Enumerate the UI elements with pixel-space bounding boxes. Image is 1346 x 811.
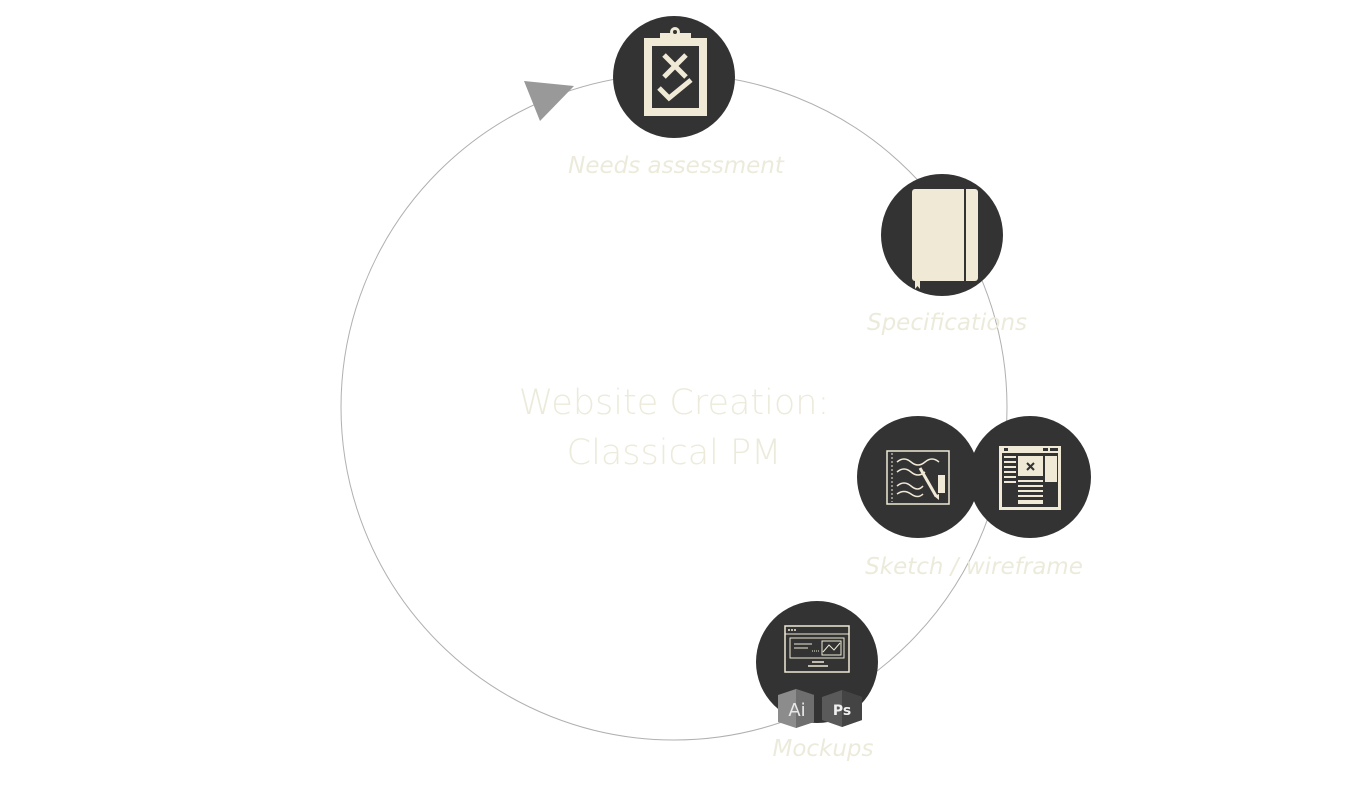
node-specifications — [881, 174, 1003, 296]
adobe-photoshop-badge-icon: Ps — [822, 690, 862, 727]
step-label-sketch-wireframe: Sketch / wireframe — [865, 554, 1083, 580]
wireframe-icon — [999, 446, 1061, 510]
adobe-illustrator-badge-icon: Ai — [778, 689, 814, 728]
node-sketch — [857, 416, 979, 538]
step-label-needs-assessment: Needs assessment — [568, 153, 784, 179]
badge-ps-text: Ps — [833, 703, 851, 719]
diagram-title-line2: Classical PM — [566, 433, 782, 473]
node-wireframe — [969, 416, 1091, 538]
step-label-mockups: Mockups — [772, 736, 874, 762]
node-mockups: Ai Ps — [756, 601, 878, 728]
badge-ai-text: Ai — [788, 700, 805, 721]
monitor-mockup-icon — [784, 625, 850, 673]
diagram-title-line1: Website Creation: — [518, 383, 830, 423]
diagram-title: Website Creation: Classical PM — [474, 378, 874, 478]
step-label-specifications: Specifications — [866, 310, 1028, 336]
cycle-arrow-icon — [524, 81, 574, 121]
sketch-pad-icon — [886, 450, 950, 505]
node-needs-assessment — [613, 16, 735, 138]
notebook-icon — [912, 189, 978, 289]
clipboard-check-icon — [644, 27, 707, 116]
